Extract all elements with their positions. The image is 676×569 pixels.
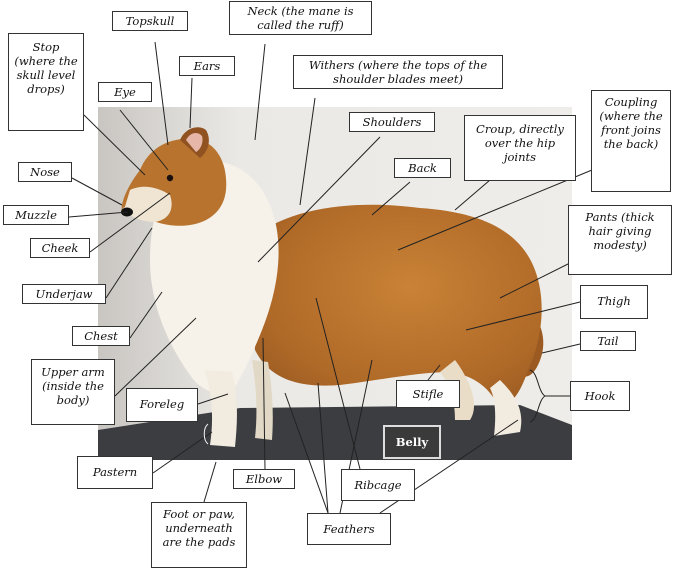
label-elbow: Elbow [233, 469, 295, 489]
label-chest: Chest [72, 326, 130, 346]
label-underjaw: Underjaw [22, 284, 106, 304]
leader-line-shoulders [257, 136, 381, 263]
leader-line-ears [189, 77, 193, 129]
leader-line-nose [71, 177, 123, 206]
leader-line-tail [541, 343, 581, 354]
leader-line-underjaw [105, 227, 153, 299]
label-pastern: Pastern [77, 456, 153, 489]
label-eye: Eye [98, 82, 152, 102]
leader-line-thigh [465, 301, 581, 331]
leader-line-topskull [154, 41, 169, 146]
leader-line-coupling [397, 169, 593, 251]
leader-line-elbow [262, 337, 266, 470]
label-withers: Withers (where the tops of the shoulder … [293, 55, 503, 89]
leader-line-neck [254, 43, 266, 141]
label-croup: Croup, directly over the hip joints [464, 115, 576, 181]
leader-line-feathers-a [284, 392, 329, 514]
label-muzzle: Muzzle [3, 205, 69, 225]
label-pants: Pants (thick hair giving modesty) [568, 205, 672, 275]
label-thigh: Thigh [580, 285, 648, 319]
leader-line-upper-arm [114, 317, 197, 397]
label-shoulders: Shoulders [349, 112, 435, 132]
label-ribcage: Ribcage [341, 469, 415, 501]
label-foot: Foot or paw, underneath are the pads [151, 502, 247, 568]
dog-ear-inner [186, 132, 203, 152]
label-stop: Stop (where the skull level drops) [8, 33, 84, 131]
label-nose: Nose [18, 162, 72, 182]
label-ears: Ears [179, 56, 235, 76]
label-feathers: Feathers [307, 513, 391, 545]
label-neck: Neck (the mane is called the ruff) [229, 1, 372, 35]
leader-line-chest [129, 291, 163, 339]
dog-body [250, 204, 542, 410]
leader-line-croup [454, 179, 491, 211]
dog-blaze [124, 186, 172, 222]
leader-line-eye [119, 109, 169, 171]
leader-line-ribcage [315, 297, 361, 470]
dog-eye-shape [166, 174, 174, 182]
label-stifle: Stifle [396, 380, 460, 408]
leader-line-withers [299, 97, 316, 206]
leader-line-foot [203, 461, 217, 503]
leader-line-muzzle [68, 211, 129, 218]
label-foreleg: Foreleg [126, 388, 198, 422]
label-tail: Tail [580, 331, 636, 351]
label-upper-arm: Upper arm (inside the body) [31, 359, 115, 425]
leader-line-pastern [152, 431, 213, 474]
pastern-bracket [203, 423, 209, 445]
leader-line-feathers-b [317, 382, 329, 514]
label-belly: Belly [383, 425, 441, 459]
label-back: Back [394, 158, 451, 178]
leader-line-cheek [89, 192, 171, 253]
leader-line-stop [83, 114, 146, 176]
label-topskull: Topskull [112, 11, 188, 31]
label-hook: Hook [570, 381, 630, 411]
leader-line-foreleg [197, 393, 229, 405]
label-coupling: Coupling (where the front joins the back… [591, 90, 671, 192]
leader-line-stifle [427, 364, 441, 381]
leader-line-pants [499, 257, 581, 299]
label-cheek: Cheek [30, 238, 90, 258]
dog-foreleg [205, 370, 237, 447]
leader-line-back [371, 181, 411, 216]
dog-foreleg-far [252, 360, 273, 440]
dog-hind-leg-far [490, 380, 522, 436]
